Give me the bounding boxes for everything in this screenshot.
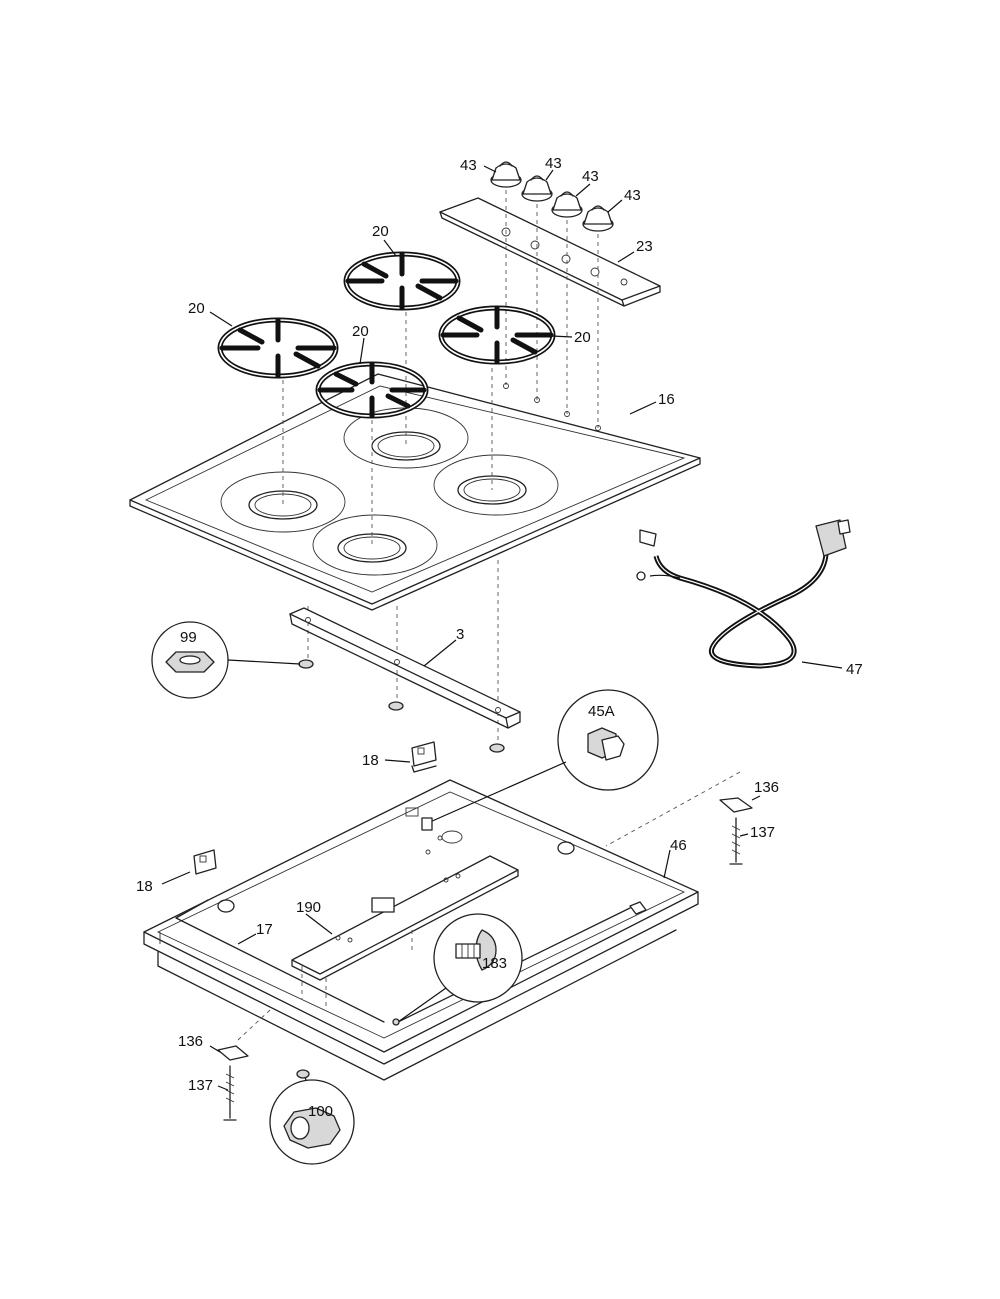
clip-136-right[interactable]	[605, 771, 761, 847]
burner-box[interactable]	[143, 779, 699, 1081]
detail-circle-183	[392, 913, 523, 1026]
label-46-box: 46	[670, 837, 687, 854]
label-43-knob-1: 43	[460, 157, 477, 174]
knob-1[interactable]	[490, 161, 522, 188]
label-23-panel: 23	[636, 238, 653, 255]
label-47-cord: 47	[846, 661, 863, 678]
cooktop-top[interactable]	[129, 373, 701, 611]
label-136-left: 136	[178, 1033, 203, 1050]
detail-circle-99	[151, 621, 301, 699]
power-cord[interactable]	[636, 519, 851, 669]
nut[interactable]	[298, 659, 505, 753]
label-3-bracket: 3	[456, 626, 464, 643]
label-18-lower: 18	[136, 878, 153, 895]
part-number-labels: 43 43 43 43 23 20 20 20 20 16 3 99 47 45…	[136, 155, 863, 1120]
label-43-knob-3: 43	[582, 168, 599, 185]
screw-137-left[interactable]	[217, 1065, 237, 1121]
hinge-bracket-upper[interactable]	[384, 741, 437, 773]
label-20-grate-front-center: 20	[352, 323, 369, 340]
label-16-cooktop: 16	[658, 391, 675, 408]
burner-bracket[interactable]	[291, 855, 519, 1008]
leader-lines	[209, 165, 843, 945]
label-136-right: 136	[754, 779, 779, 796]
label-137-left: 137	[188, 1077, 213, 1094]
label-43-knob-2: 43	[545, 155, 562, 172]
label-183: 183	[482, 955, 507, 972]
knob-4[interactable]	[582, 205, 614, 232]
support-bracket[interactable]	[289, 607, 521, 729]
label-43-knob-4: 43	[624, 187, 641, 204]
label-45a: 45A	[588, 703, 615, 720]
clip-136-left[interactable]	[209, 1009, 271, 1061]
label-20-grate-front-left: 20	[188, 300, 205, 317]
knob-2[interactable]	[521, 175, 553, 202]
label-17: 17	[256, 921, 273, 938]
label-99-nut: 99	[180, 629, 197, 646]
label-137-right: 137	[750, 824, 775, 841]
label-100: 100	[308, 1103, 333, 1120]
knob-3[interactable]	[551, 191, 583, 218]
detail-circle-100	[269, 1069, 355, 1165]
grate-rear-left[interactable]	[343, 251, 461, 311]
detail-circle-45a	[421, 689, 659, 831]
grate-rear-right[interactable]	[438, 305, 556, 365]
label-190: 190	[296, 899, 321, 916]
label-18-upper: 18	[362, 752, 379, 769]
grate-front-center[interactable]	[315, 361, 429, 419]
hinge-bracket-lower[interactable]	[161, 849, 217, 885]
control-panel[interactable]	[439, 197, 661, 307]
label-20-grate-rear-right: 20	[574, 329, 591, 346]
label-20-grate-rear-left: 20	[372, 223, 389, 240]
grate-front-left[interactable]	[217, 317, 339, 379]
screw-137-right[interactable]	[729, 817, 749, 865]
knob-alignment-lines	[503, 190, 601, 431]
